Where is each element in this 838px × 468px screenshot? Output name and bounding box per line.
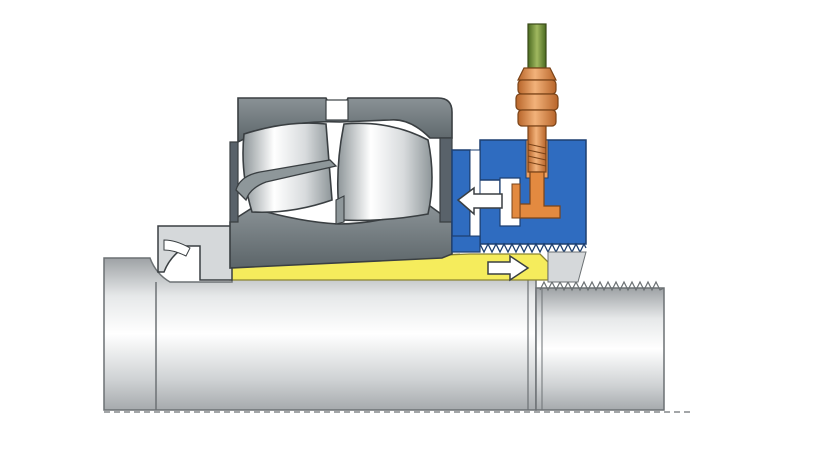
shaft-thread bbox=[539, 280, 665, 292]
fitting-hex-upper bbox=[517, 79, 557, 95]
bearing-left-face bbox=[229, 141, 239, 223]
fitting-hex-middle bbox=[515, 93, 559, 111]
sleeve-direction-arrow bbox=[487, 254, 530, 282]
oil-channel bbox=[519, 171, 561, 219]
shaft-threaded-end bbox=[535, 287, 665, 411]
bearing-cage bbox=[235, 159, 338, 202]
bearing-cage-right bbox=[335, 195, 345, 225]
right-roller bbox=[336, 122, 433, 222]
nut-thread bbox=[479, 242, 587, 254]
fitting-nipple bbox=[517, 67, 557, 81]
bearing-lube-groove bbox=[325, 99, 349, 121]
oil-feed-fitting bbox=[511, 23, 561, 219]
sleeve-collar bbox=[157, 225, 233, 281]
shaft-body bbox=[103, 257, 537, 411]
bearing-right-face bbox=[439, 137, 453, 223]
nut-piston-flange bbox=[451, 235, 481, 253]
fitting-hex-lower bbox=[517, 109, 557, 127]
piston-direction-arrow bbox=[456, 186, 503, 216]
oil-channel-lip bbox=[511, 183, 521, 219]
spherical-roller-bearing bbox=[229, 97, 453, 269]
shaft bbox=[103, 257, 694, 413]
sleeve-collar-chamfer bbox=[163, 239, 191, 257]
oil-pipe bbox=[527, 23, 547, 69]
fitting-stem-thread bbox=[527, 143, 547, 167]
sleeve-threaded-section bbox=[547, 251, 587, 283]
